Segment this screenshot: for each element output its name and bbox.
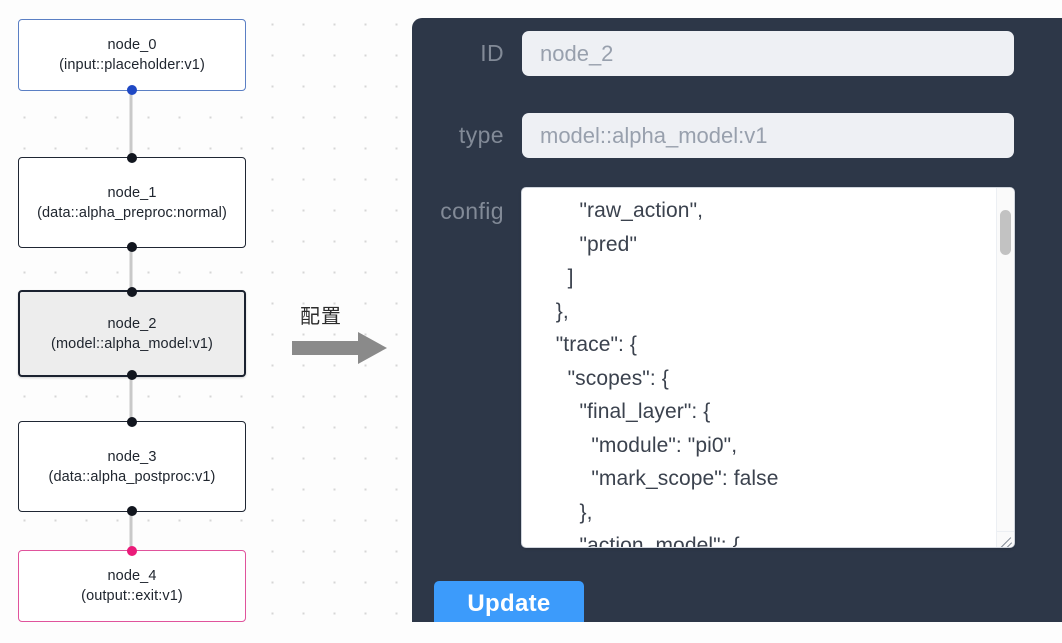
config-field-row: config (412, 188, 1014, 547)
type-field-row: type (412, 113, 1014, 158)
node-type-label: (data::alpha_postproc:v1) (48, 468, 216, 485)
edge-node2-node3 (129, 377, 133, 419)
node-type-label: (output::exit:v1) (81, 588, 183, 604)
node-type-label: (data::alpha_preproc:normal) (37, 204, 227, 221)
node-handle-target[interactable] (127, 546, 137, 556)
node-id-label: node_0 (107, 37, 157, 53)
graph-node-node_4[interactable]: node_4 (output::exit:v1) (18, 546, 246, 622)
graph-node-node_2[interactable]: node_2 (model::alpha_model:v1) (18, 287, 246, 380)
node-id-label: node_4 (107, 568, 157, 584)
node-id-label: node_3 (107, 448, 157, 465)
node-config-panel: ID type config Update (412, 18, 1062, 622)
type-input[interactable] (522, 113, 1014, 158)
node-handle-source[interactable] (127, 370, 137, 380)
graph-node-node_1[interactable]: node_1 (data::alpha_preproc:normal) (18, 153, 246, 252)
edge-node1-node2 (129, 248, 133, 290)
node-type-label: (model::alpha_model:v1) (51, 335, 213, 352)
config-textarea[interactable] (522, 188, 974, 547)
update-button[interactable]: Update (434, 581, 584, 622)
edge-node3-node4 (129, 512, 133, 550)
resize-handle-icon[interactable] (996, 531, 1014, 547)
config-scrollbar[interactable] (996, 188, 1014, 533)
node-handle-target[interactable] (127, 287, 137, 297)
edge-node0-node1 (129, 91, 133, 157)
graph-node-node_0[interactable]: node_0 (input::placeholder:v1) (18, 19, 246, 95)
type-field-label: type (458, 122, 504, 148)
config-scrollbar-thumb[interactable] (1000, 210, 1011, 255)
node-handle-source[interactable] (127, 506, 137, 516)
node-handle-target[interactable] (127, 153, 137, 163)
annotation-caption: 配置 (300, 304, 342, 328)
node-type-label: (input::placeholder:v1) (59, 57, 205, 73)
right-arrow-icon (292, 331, 388, 370)
config-field-label: config (440, 198, 504, 224)
node-handle-source[interactable] (127, 85, 137, 95)
node-id-label: node_2 (107, 315, 157, 332)
id-input[interactable] (522, 31, 1014, 76)
id-field-label: ID (480, 40, 504, 66)
node-handle-target[interactable] (127, 417, 137, 427)
node-handle-source[interactable] (127, 242, 137, 252)
node-id-label: node_1 (107, 184, 157, 201)
config-editor[interactable] (522, 188, 1014, 547)
graph-node-node_3[interactable]: node_3 (data::alpha_postproc:v1) (18, 417, 246, 516)
id-field-row: ID (412, 31, 1014, 76)
